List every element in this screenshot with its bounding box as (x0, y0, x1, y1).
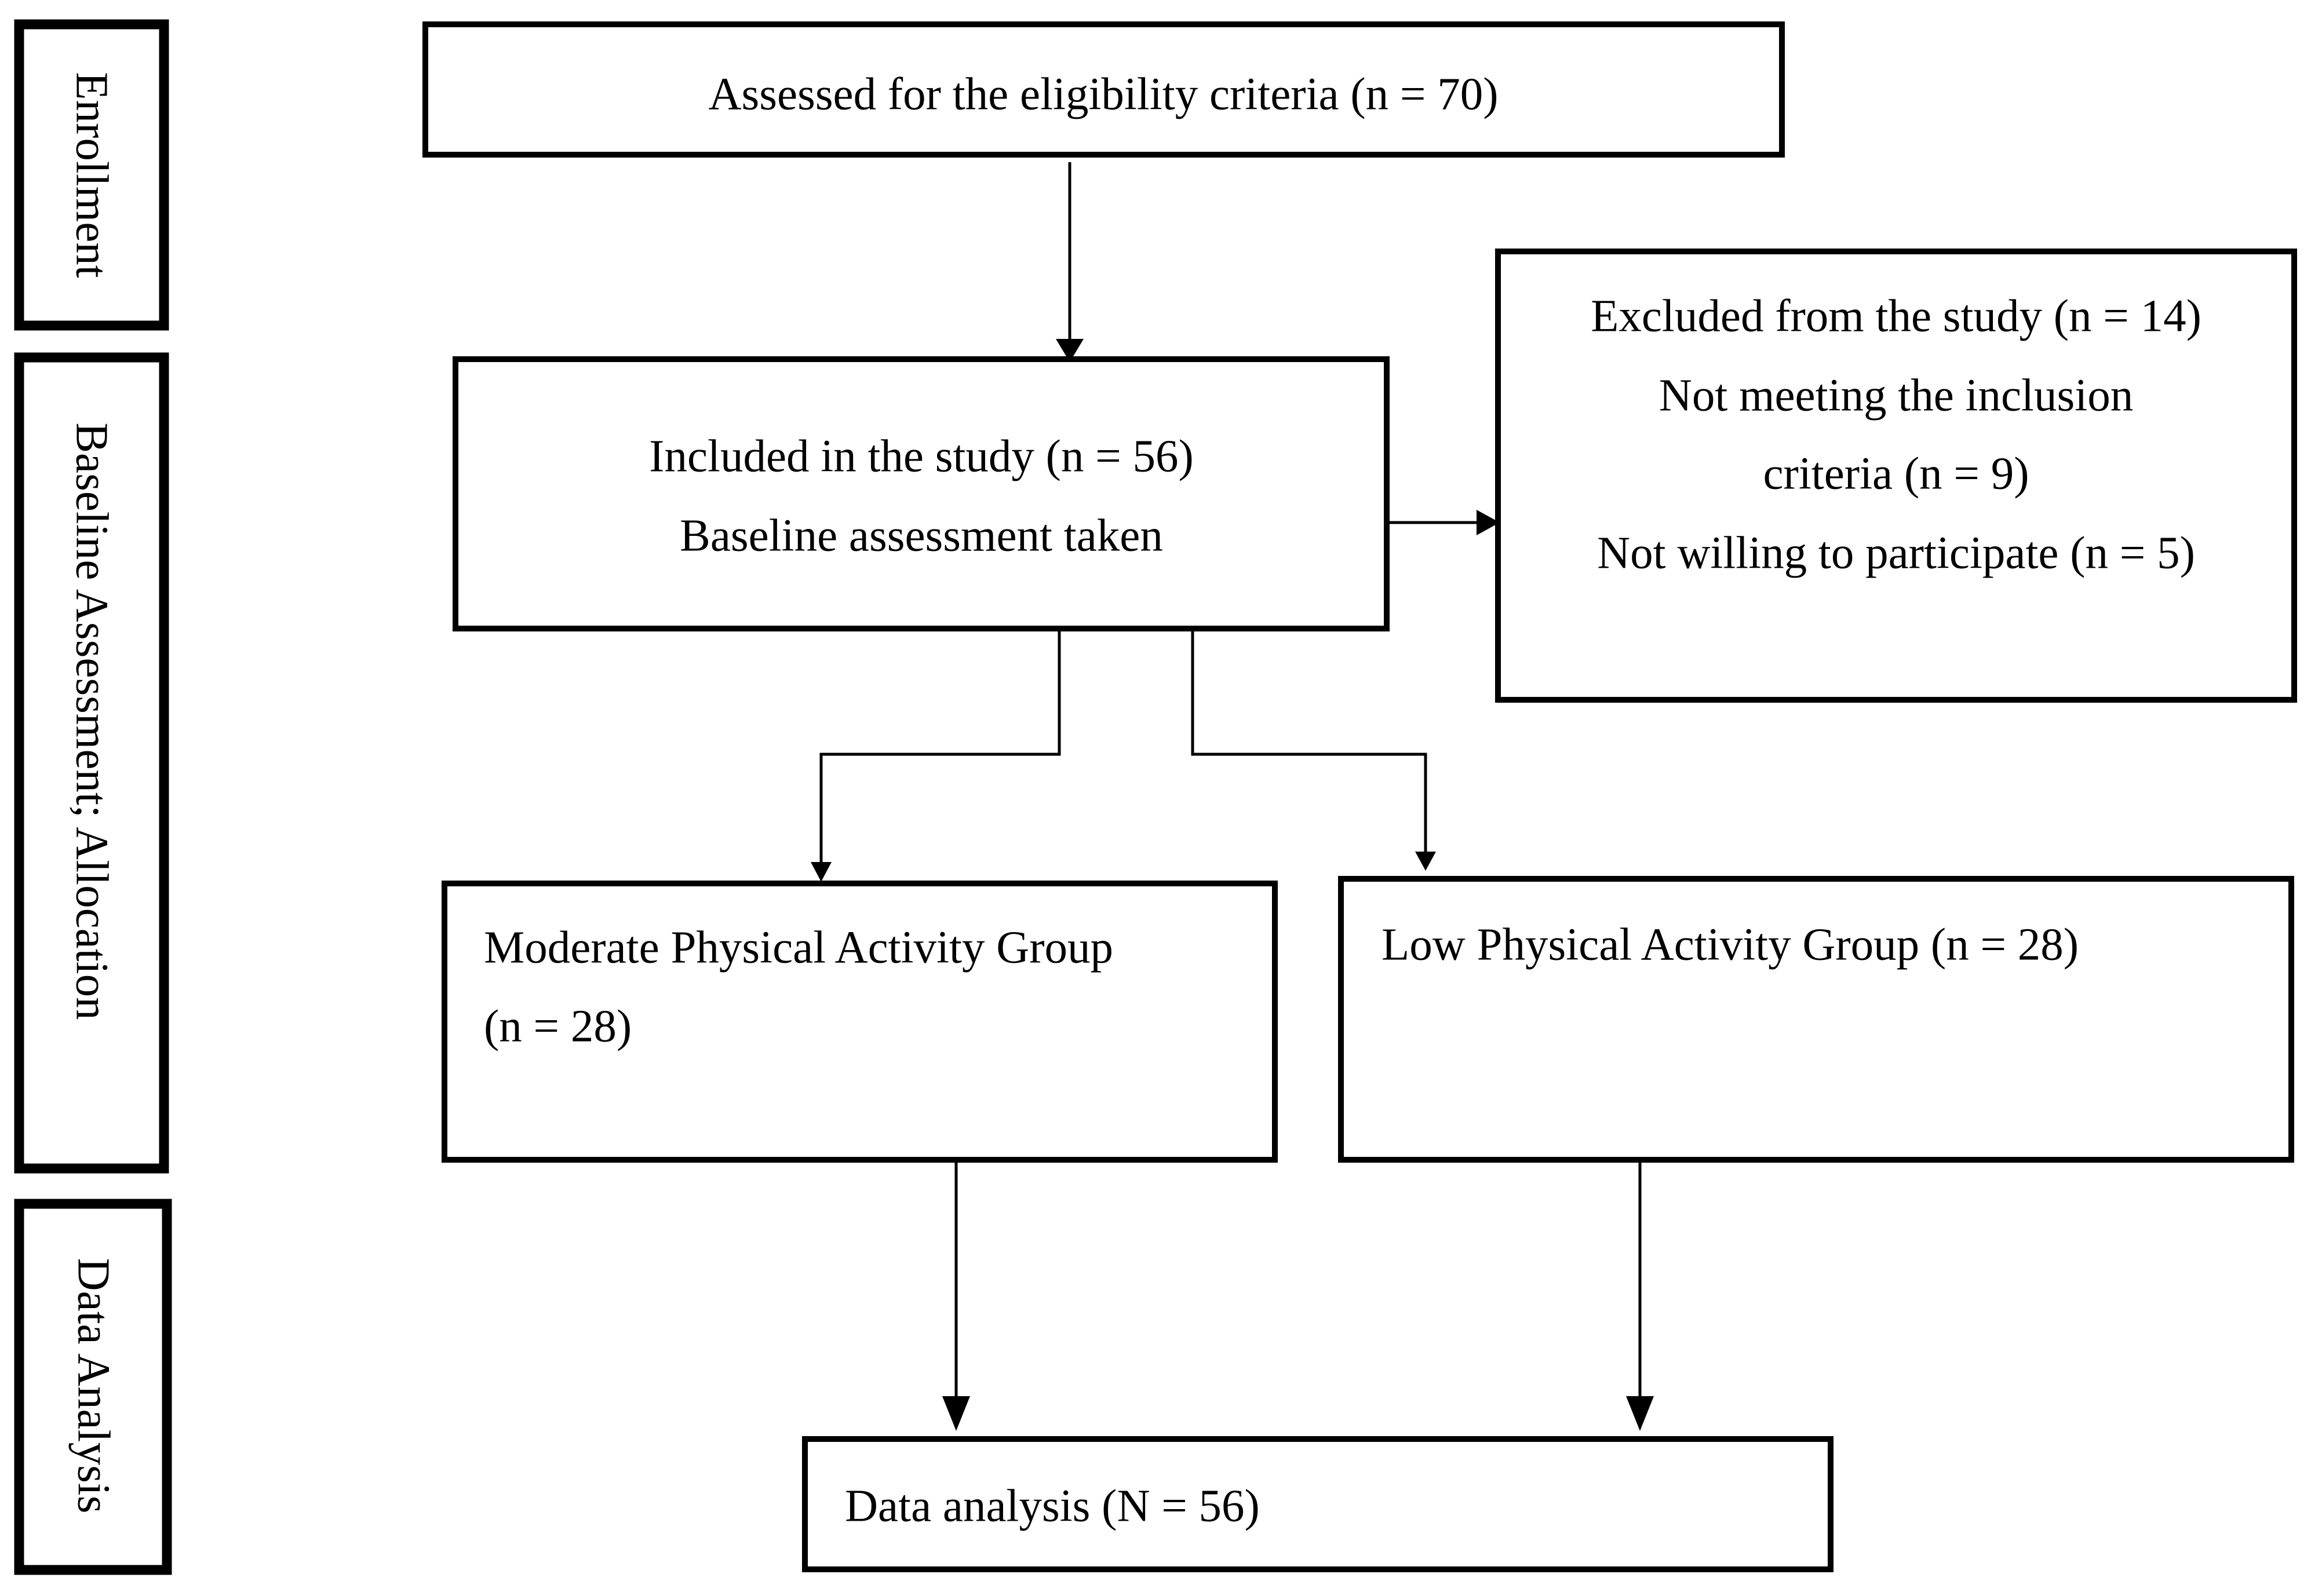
box-analysis-frame (802, 1436, 1834, 1572)
connector-included-to-low (1191, 631, 1427, 853)
box-moderate-frame (442, 881, 1278, 1163)
arrowhead-excluded (1477, 510, 1500, 535)
box-moderate: Moderate Physical Activity Group (n = 28… (442, 881, 1278, 1163)
box-excluded: Excluded from the study (n = 14) Not mee… (1495, 249, 2297, 703)
connectors (811, 162, 1654, 1431)
box-included-frame (453, 356, 1390, 631)
arrowhead-low (1415, 852, 1436, 871)
box-excluded-text-1: Excluded from the study (n = 14) (1591, 291, 2201, 342)
box-moderate-text-2: (n = 28) (484, 1002, 632, 1052)
arrowhead-included (1056, 339, 1084, 362)
box-analysis-text: Data analysis (N = 56) (845, 1481, 1260, 1532)
arrowhead-analysis-right (1626, 1396, 1654, 1431)
box-low-frame (1338, 876, 2294, 1163)
box-assessed: Assessed for the eligibility criteria (n… (422, 21, 1785, 158)
box-assessed-text: Assessed for the eligibility criteria (n… (708, 70, 1498, 120)
stage-baseline-allocation-label: Baseline Assessment; Allocation (67, 422, 117, 1020)
box-included-text-2: Baseline assessment taken (680, 511, 1163, 561)
box-excluded-frame (1495, 249, 2297, 703)
stage-enrollment: Enrollment (14, 19, 169, 331)
stage-data-analysis-box (14, 1199, 172, 1575)
stage-baseline-allocation-box (14, 352, 169, 1174)
box-analysis: Data analysis (N = 56) (802, 1436, 1834, 1572)
box-excluded-text-3: criteria (n = 9) (1763, 449, 2029, 499)
box-low-text-1: Low Physical Activity Group (n = 28) (1382, 920, 2079, 970)
arrowhead-moderate (811, 862, 832, 882)
stage-enrollment-box (14, 19, 169, 331)
arrowhead-analysis-left (942, 1396, 970, 1431)
box-included-text-1: Included in the study (n = 56) (649, 432, 1194, 482)
box-low: Low Physical Activity Group (n = 28) (1338, 876, 2294, 1163)
connector-included-to-moderate (819, 631, 1061, 864)
stage-baseline-allocation: Baseline Assessment; Allocation (14, 352, 169, 1174)
stage-enrollment-label: Enrollment (67, 72, 117, 277)
box-included: Included in the study (n = 56) Baseline … (453, 356, 1390, 631)
box-excluded-text-4: Not willing to participate (n = 5) (1597, 528, 2195, 579)
box-excluded-text-2: Not meeting the inclusion (1659, 371, 2133, 421)
box-moderate-text-1: Moderate Physical Activity Group (484, 923, 1113, 973)
stage-data-analysis-label: Data Analysis (68, 1258, 119, 1513)
box-assessed-frame (422, 21, 1785, 158)
stage-data-analysis: Data Analysis (14, 1199, 172, 1575)
